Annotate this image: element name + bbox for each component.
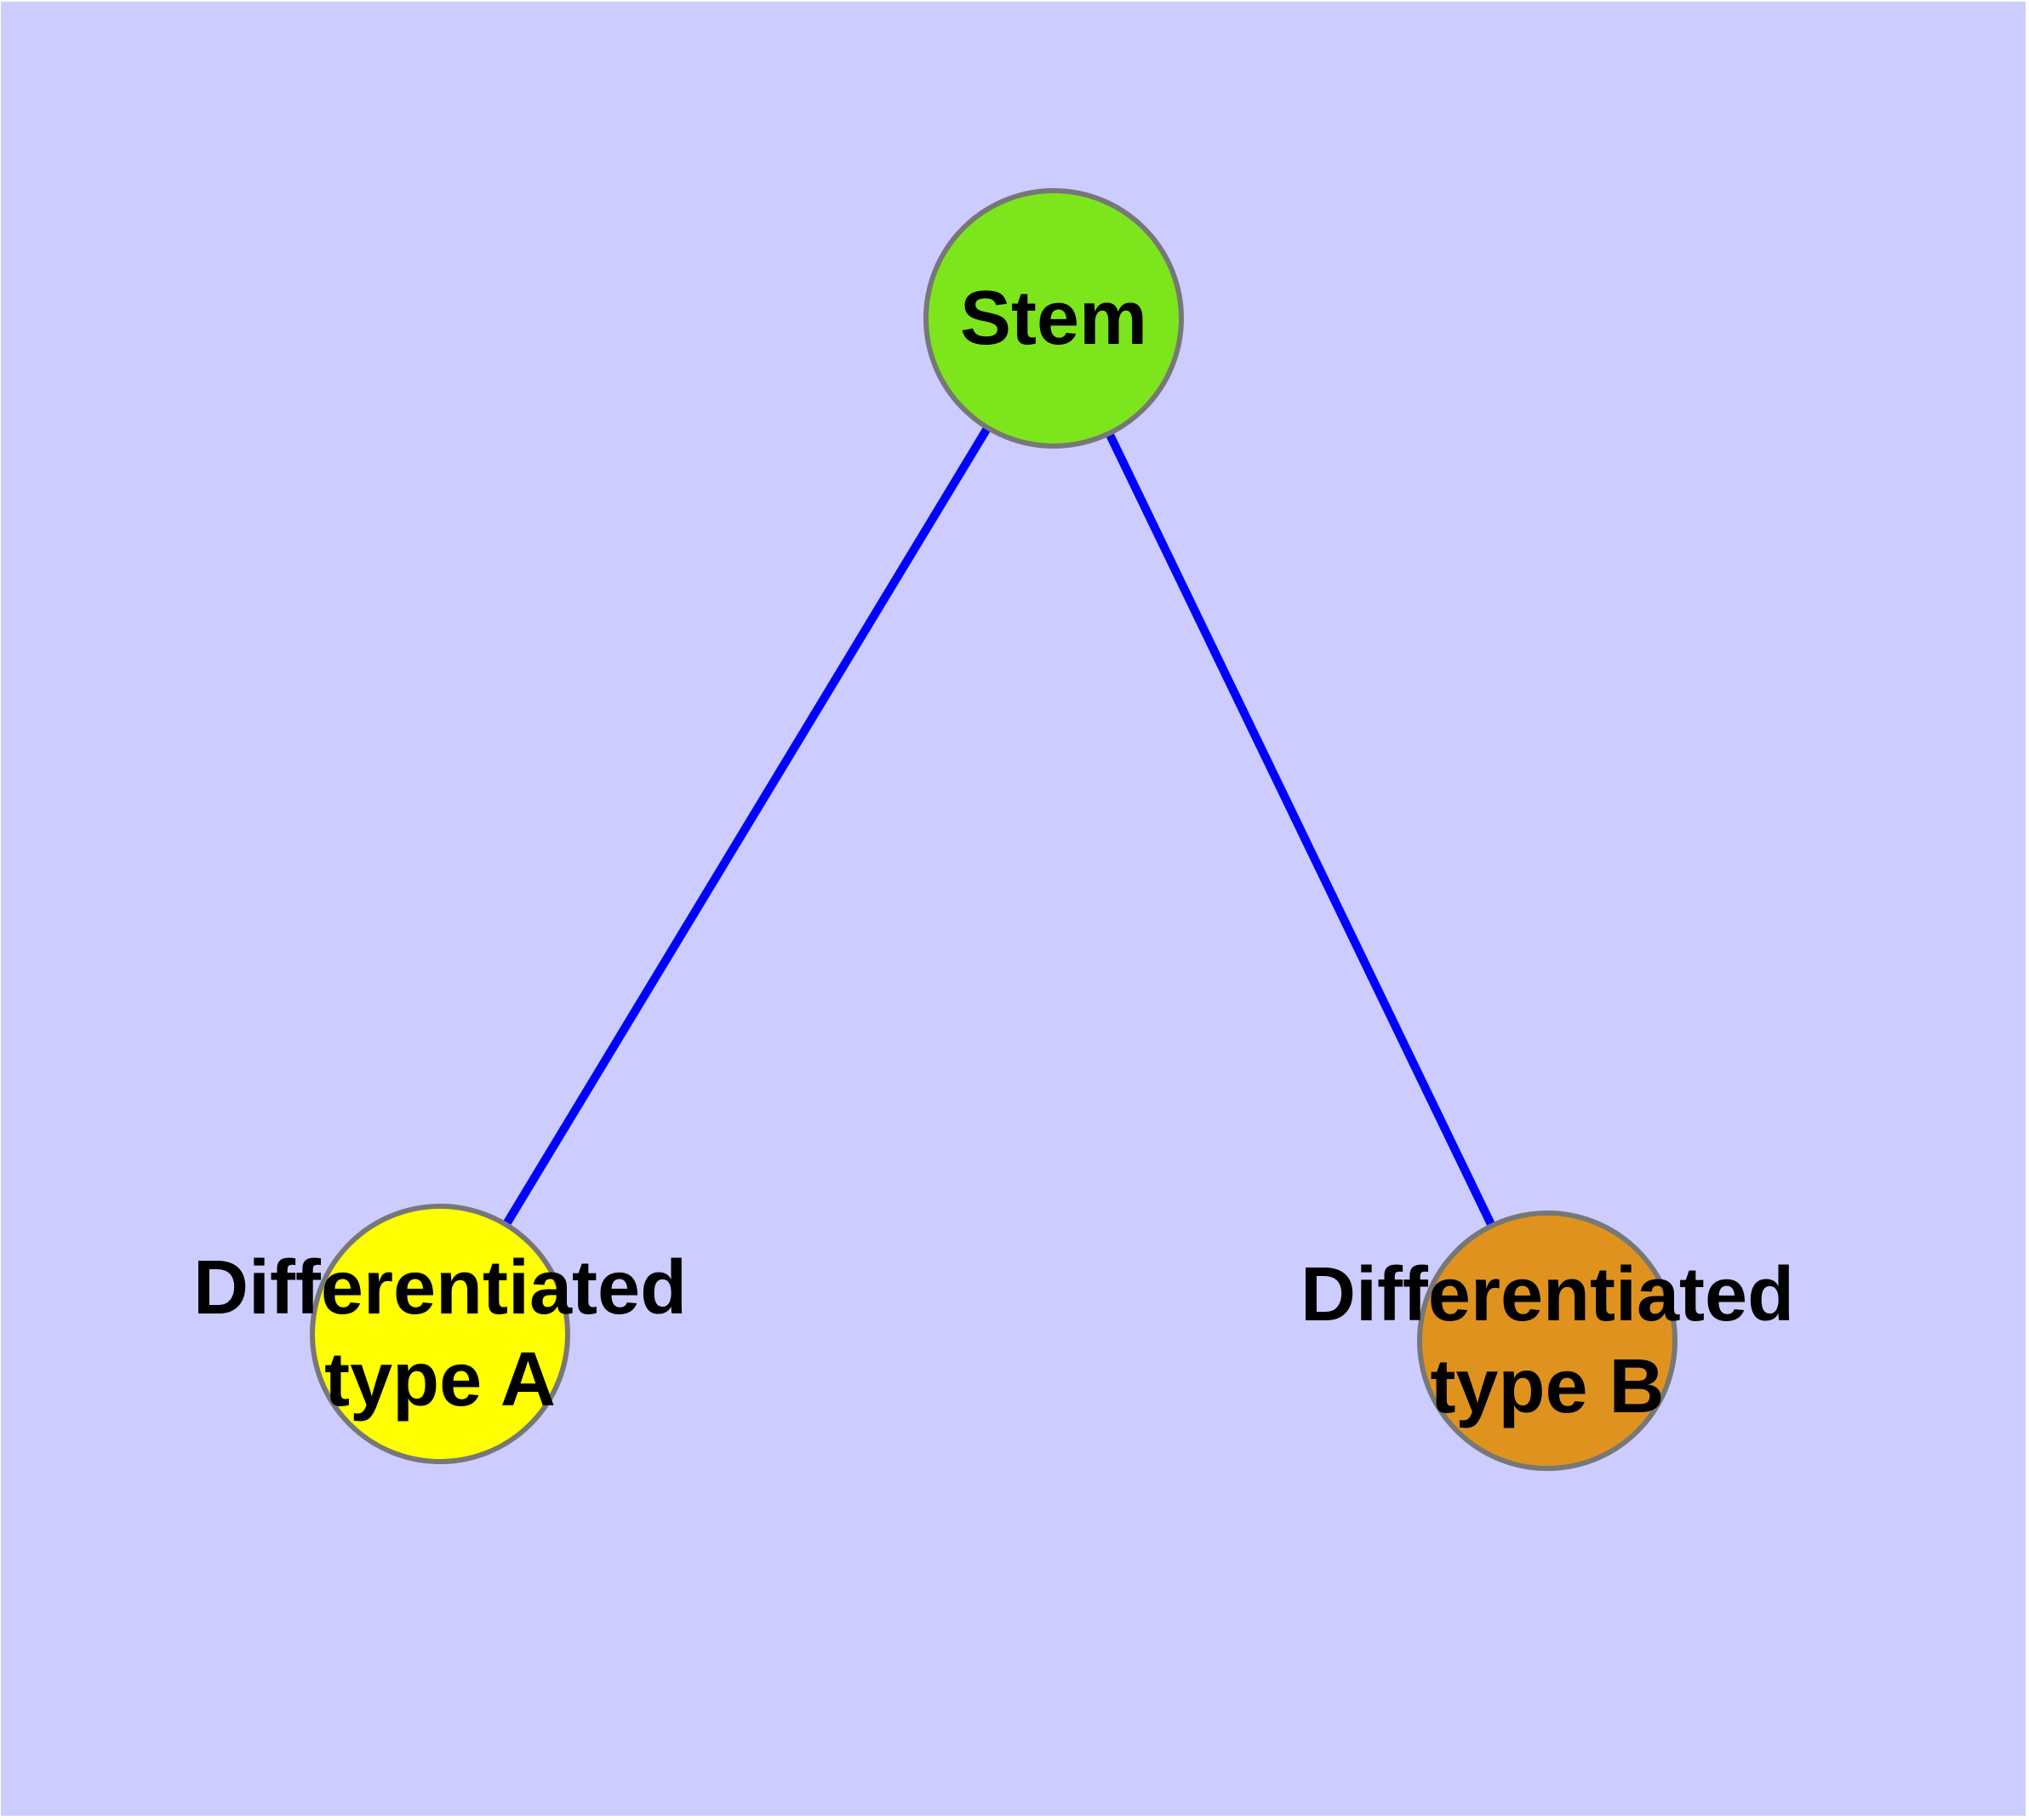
edge-stem-to-type-a (436, 316, 1058, 1336)
node-stem-circle (923, 188, 1184, 449)
node-label-text: type B (1430, 1344, 1665, 1429)
edge-stem-to-type-b (1049, 316, 1552, 1343)
node-label-stem: Stem (960, 272, 1147, 364)
node-label-text: Differentiated (192, 1245, 688, 1331)
node-label-text: Stem (959, 276, 1148, 361)
node-label-type-a: Differentiated type A (193, 1242, 687, 1426)
node-type-b-circle (1417, 1210, 1677, 1471)
node-label-type-b: Differentiated type B (1300, 1249, 1794, 1433)
node-label-text: type A (324, 1337, 556, 1422)
node-type-a-circle (310, 1204, 570, 1464)
node-label-text: Differentiated (1300, 1252, 1795, 1337)
